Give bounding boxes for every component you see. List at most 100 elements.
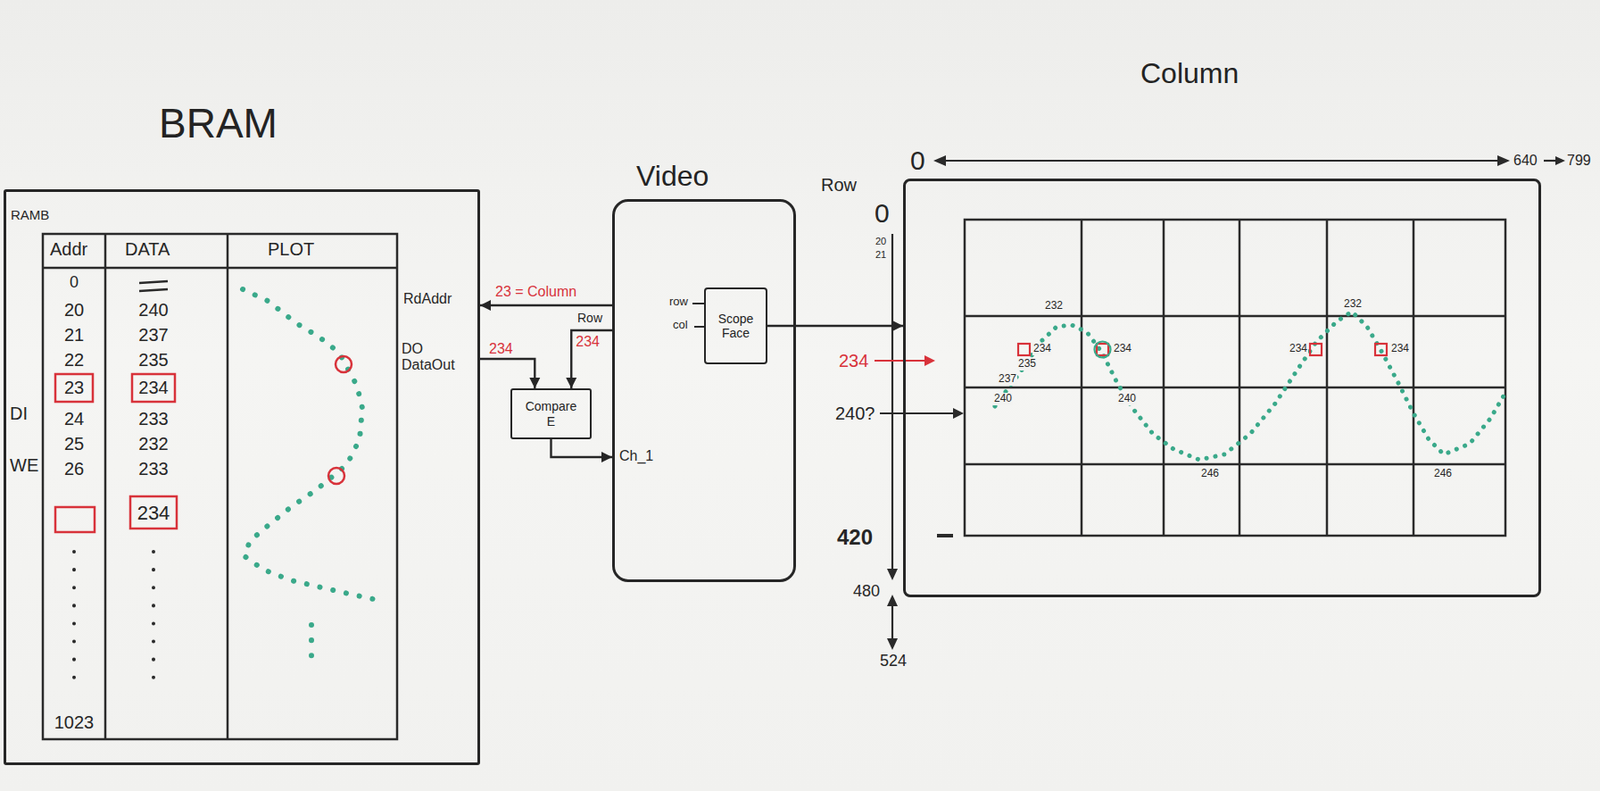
axis-name: Row: [820, 174, 857, 196]
connector-line: [480, 304, 613, 307]
highlight-box: [55, 506, 95, 532]
arrow-head: [529, 377, 540, 389]
axis-value: 0: [874, 198, 890, 230]
memory-name: RAMB: [10, 207, 50, 223]
axis-value: 240?: [835, 403, 876, 424]
connector-line: [767, 324, 904, 327]
row-pointer: [874, 359, 929, 362]
table-rule: [42, 266, 398, 270]
table-frame: [42, 233, 398, 739]
sample-value: 232: [1044, 299, 1064, 313]
input-wire: [692, 302, 705, 305]
row-tick: [936, 533, 954, 538]
axis-value: 234: [838, 350, 869, 372]
grid-line: [1162, 219, 1166, 536]
pin-name: DO DataOut: [401, 340, 456, 374]
table-cell: 233: [138, 458, 168, 480]
match-box: [1375, 343, 1387, 356]
arrow-head: [892, 320, 904, 332]
row-pointer: [879, 412, 957, 415]
waveform-dots: [994, 311, 1506, 460]
column-header: PLOT: [267, 239, 315, 260]
match-box: [1096, 343, 1109, 356]
table-cell: 234: [138, 377, 168, 398]
arrow-head: [887, 638, 898, 650]
arrow-head: [887, 568, 898, 581]
table-cell: 240: [138, 299, 168, 321]
table-cell: 234: [137, 501, 171, 524]
column-axis: [938, 159, 1505, 162]
table-cell: 21: [64, 324, 84, 346]
match-circle: [335, 356, 352, 373]
sample-value: 232: [1343, 298, 1363, 311]
sample-circle: [1094, 341, 1111, 358]
table-rule: [226, 233, 230, 739]
connector-line: [480, 358, 535, 389]
connector: [767, 320, 904, 332]
grid-line: [964, 315, 1506, 318]
signal-label: 234: [575, 333, 600, 350]
block-heading: BRAM: [158, 100, 278, 147]
grid-line: [964, 386, 1506, 390]
input-name: row: [669, 295, 689, 309]
block-heading: Column: [1140, 58, 1239, 90]
axis-value: 524: [879, 651, 907, 671]
row-axis: [891, 233, 894, 573]
sample-value: 246: [1433, 467, 1453, 481]
connector-line: [571, 330, 613, 389]
sample-value: 234: [1032, 342, 1053, 356]
match-circle: [328, 467, 345, 484]
table-cell: 20: [64, 299, 84, 321]
arrow-head: [953, 407, 964, 419]
ellipsis-dots: [151, 551, 156, 695]
arrow-head: [924, 355, 936, 366]
sample-value: 235: [1017, 357, 1037, 371]
arrow-head: [565, 377, 577, 389]
sample-value: 237: [997, 373, 1018, 386]
signal-label: 23 = Column: [495, 283, 577, 300]
arrow-head: [887, 594, 898, 606]
compare-box: Compare E: [510, 388, 592, 440]
table-rule: [104, 233, 108, 739]
connector: [480, 299, 613, 311]
table-cell: 26: [64, 458, 84, 480]
grid-line: [1326, 219, 1329, 536]
bram-table: [42, 233, 398, 739]
equal-mark: [139, 289, 168, 291]
arrow-head: [480, 299, 491, 311]
pin-name: WE: [9, 455, 39, 476]
table-cell: 237: [138, 324, 168, 346]
sample-value: 240: [993, 392, 1013, 406]
axis-value: 0: [910, 145, 926, 177]
grid-frame: [964, 219, 1506, 536]
table-cell: 233: [138, 408, 168, 430]
video-block: VideoScope Face: [612, 198, 796, 582]
axis-value: 21: [875, 248, 887, 261]
equal-mark: [139, 281, 168, 283]
table-cell: 235: [138, 349, 168, 371]
input-wire: [694, 325, 705, 328]
sample-value: 246: [1200, 467, 1220, 481]
connector: [480, 358, 540, 389]
sample-value: 234: [1112, 342, 1133, 356]
sample-dots: [308, 624, 315, 657]
signal-label: Ch_1: [619, 447, 654, 465]
screen-grid: [964, 219, 1506, 536]
table-cell: 23: [64, 377, 84, 398]
column-header: Addr: [49, 239, 88, 260]
arrow-head: [933, 155, 946, 166]
axis-value: 420: [837, 524, 873, 550]
match-box: [1018, 343, 1030, 356]
sample-value: 234: [1288, 342, 1309, 356]
screen-frame: Column: [903, 178, 1542, 597]
axes: [879, 155, 1566, 650]
signal-label: 234: [489, 340, 514, 357]
column-header: DATA: [124, 239, 170, 260]
match-box: [1309, 343, 1322, 356]
box-text: Compare E: [525, 398, 578, 428]
grid-line: [1238, 219, 1242, 536]
table-cell: 232: [138, 433, 168, 455]
axis-value: 480: [853, 581, 880, 601]
bram-plot: [242, 289, 378, 657]
block-heading: Video: [636, 160, 709, 192]
